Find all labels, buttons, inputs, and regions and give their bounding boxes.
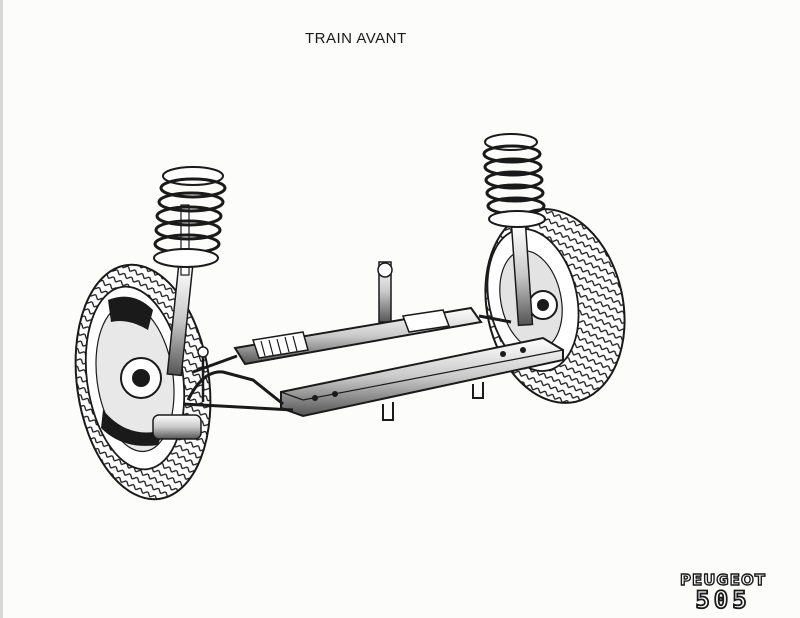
right-coil-spring bbox=[482, 133, 546, 228]
page-title: TRAIN AVANT bbox=[305, 30, 407, 47]
anti-roll-bar bbox=[182, 346, 294, 412]
brand-name: PEUGEOT bbox=[679, 571, 766, 589]
steering-rack bbox=[192, 306, 512, 374]
right-wheel bbox=[484, 208, 626, 404]
left-coil-spring bbox=[153, 166, 227, 268]
front-crossmember bbox=[280, 336, 564, 421]
brand-model: 505 bbox=[694, 586, 751, 614]
brand-logo: PEUGEOT 505 bbox=[671, 571, 775, 614]
front-suspension-illustration bbox=[74, 133, 626, 501]
steering-column bbox=[377, 261, 393, 323]
